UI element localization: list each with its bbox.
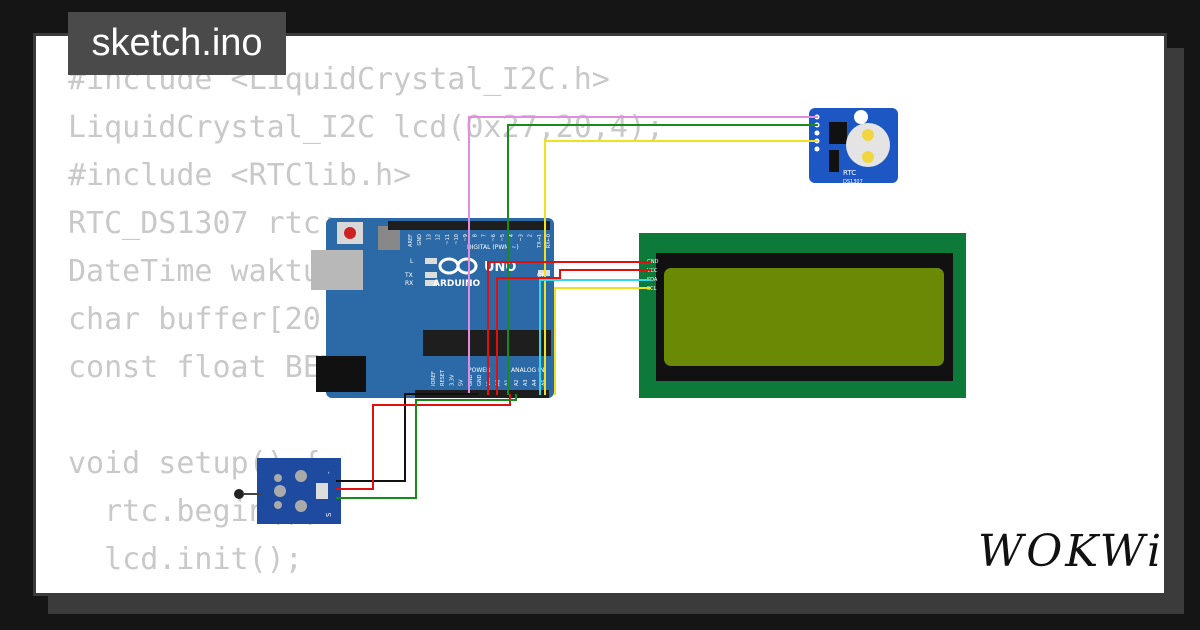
pin-label: 12	[436, 234, 442, 240]
pin-label: A0	[495, 379, 501, 386]
digital-label: DIGITAL (PWM ~)	[467, 244, 519, 251]
star-logo-icon	[854, 110, 868, 124]
pin-label: ~6	[491, 234, 497, 241]
code-preview: #include <LiquidCrystal_I2C.h>LiquidCrys…	[68, 56, 664, 584]
sensor-component	[274, 485, 286, 497]
pin-label: ~9	[463, 234, 469, 241]
pin-label: 2	[528, 234, 534, 237]
rx-label: RX	[405, 280, 413, 287]
lcd-screen	[664, 268, 944, 366]
thermistor-bead	[234, 489, 244, 499]
pin-label: A2	[514, 379, 520, 386]
sensor-s-label: S	[325, 512, 333, 517]
rtc-ds1307-module[interactable]: RTC DS1307	[809, 108, 898, 185]
wire-green	[507, 124, 818, 395]
arduino-uno-board[interactable]: ARDUINO UNO DIGITAL (PWM ~) POWER ANALOG…	[311, 218, 554, 398]
pin-label: 3.3V	[449, 374, 455, 386]
lcd-i2c-module[interactable]: GND VCC SDA SCL	[639, 233, 966, 398]
l-led	[425, 258, 437, 264]
pin-label: GND	[477, 374, 483, 386]
pin-label: A4	[532, 379, 538, 386]
wire-pink	[468, 116, 818, 395]
pin-label: TX→1	[537, 234, 543, 249]
ntc-sensor-module[interactable]: S -	[234, 458, 341, 524]
sensor-minus-label: -	[325, 471, 333, 474]
sensor-component	[295, 500, 307, 512]
code-line: LiquidCrystal_I2C lcd(0x27,20,4);	[68, 110, 665, 145]
lcd-pin-label: SDA	[647, 277, 658, 283]
pin-label: ~3	[518, 234, 524, 241]
coin-cell-contact	[862, 151, 874, 163]
wire-yellow	[554, 287, 651, 395]
usb-port	[311, 250, 363, 290]
pin-label: GND	[468, 374, 474, 386]
pin-label: AREF	[408, 234, 414, 247]
on-label: ON	[537, 272, 546, 279]
power-label: POWER	[468, 367, 490, 374]
rx-led	[425, 280, 437, 286]
pin-label: GND	[417, 234, 423, 246]
tx-led	[425, 272, 437, 278]
reset-button-cap	[344, 227, 356, 239]
icsp-header	[378, 226, 400, 250]
sensor-resistor	[316, 483, 328, 499]
code-line: lcd.init();	[68, 542, 303, 577]
pin-label: RESET	[440, 369, 446, 386]
pin-label: IOREF	[431, 371, 437, 386]
wire-red	[487, 261, 651, 395]
wire-black	[336, 393, 478, 482]
wire-cyan	[539, 279, 651, 395]
pin-label: ~10	[454, 234, 460, 245]
pin-label: 13	[426, 234, 432, 240]
sensor-component	[274, 501, 282, 509]
lcd-pin-label: GND	[647, 259, 659, 265]
preview-card: #include <LiquidCrystal_I2C.h>LiquidCrys…	[33, 33, 1167, 596]
arduino-logo-icon	[438, 257, 478, 275]
pin-label: Vin	[486, 378, 492, 386]
pin-label: RX←0	[546, 234, 552, 248]
coin-cell-holder	[846, 123, 890, 167]
pin-label: 7	[482, 234, 488, 237]
lcd-pin-labels: GND VCC SDA SCL	[647, 259, 659, 292]
lcd-pin-label: SCL	[647, 286, 657, 292]
l-label: L	[410, 258, 414, 265]
wokwi-logo[interactable]: WOKWi	[978, 526, 1165, 577]
lcd-pin-label: VCC	[647, 268, 658, 274]
wire-yellow	[544, 140, 818, 395]
pin-label: 5V	[459, 379, 465, 386]
rtc-crystal	[829, 150, 839, 172]
rtc-chip	[829, 122, 847, 144]
wire-red	[496, 269, 651, 395]
rtc-label: RTC	[843, 169, 856, 177]
pin-label: A3	[523, 379, 529, 386]
pin-label: ~11	[445, 234, 451, 245]
pin-label: ~5	[500, 234, 506, 241]
power-analog-header	[415, 390, 549, 398]
sensor-component	[274, 474, 282, 482]
pin-label: 4	[509, 234, 515, 237]
sensor-component	[295, 470, 307, 482]
wire-red	[336, 394, 511, 490]
pin-label: 8	[472, 234, 478, 237]
rtc-chip-label: DS1307	[843, 179, 863, 185]
code-line: char buffer[20];	[68, 302, 357, 337]
code-line: RTC_DS1307 rtc;	[68, 206, 339, 241]
analog-label: ANALOG IN	[511, 367, 544, 374]
coin-cell-contact	[862, 129, 874, 141]
code-line: #include <RTClib.h>	[68, 158, 412, 193]
file-title-tab[interactable]: sketch.ino	[68, 12, 286, 75]
wires	[336, 116, 818, 499]
power-jack	[316, 356, 366, 392]
arduino-brand-text: ARDUINO	[433, 279, 481, 289]
wire-green	[336, 394, 517, 499]
tx-label: TX	[404, 272, 413, 279]
